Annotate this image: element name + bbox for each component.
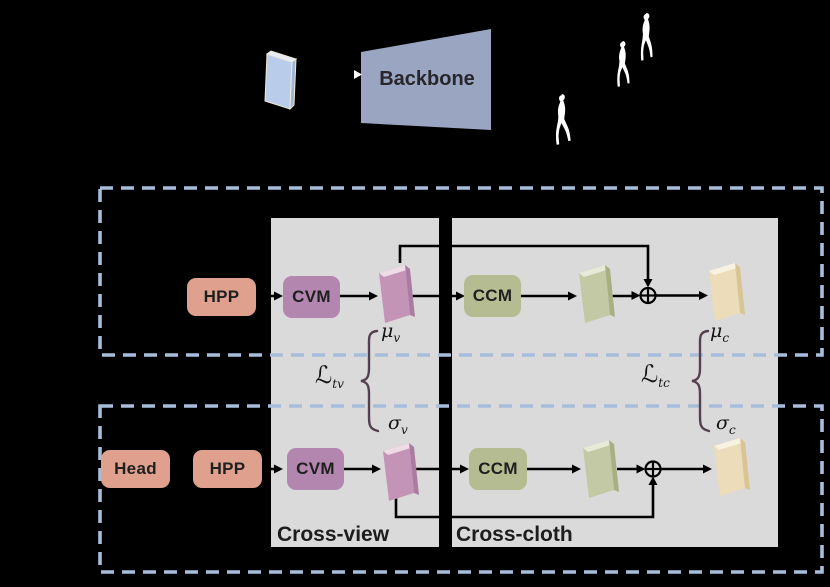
feature-map-view-bottom: [383, 443, 419, 501]
ccm-module-top: CCM: [464, 275, 521, 317]
skip-connection-bottom: [394, 484, 655, 519]
cross-view-section-label: Cross-view: [277, 523, 390, 546]
fusion-node-top-circled-plus-icon: [639, 286, 657, 305]
loss-tc-label: ℒtc: [641, 360, 670, 390]
ccm-module-bottom: CCM: [469, 448, 527, 490]
cvm-module-bottom: CVM: [287, 448, 344, 490]
feature-map-view-top: [379, 265, 415, 323]
sigma-c-label: σc: [716, 412, 736, 437]
cvm-module-top-label: CVM: [292, 287, 331, 306]
feature-map-cloth-top: [579, 265, 615, 323]
cvm-module-bottom-label: CVM: [296, 459, 335, 478]
skip-connection-top: [398, 244, 650, 280]
sigma-v-label: σv: [388, 412, 408, 437]
lower-dashed-region: [98, 404, 824, 574]
upper-dashed-region: [98, 186, 824, 357]
cross-cloth-section-label: Cross-cloth: [456, 523, 573, 546]
head-module-label: Head: [114, 459, 157, 478]
pedestrian-silhouette-mid: [617, 41, 630, 87]
ccm-module-top-label: CCM: [472, 286, 513, 305]
pedestrian-silhouette-large: [555, 94, 571, 145]
ccm-module-bottom-label: CCM: [478, 459, 518, 478]
brace-loss-tc: [691, 329, 711, 433]
hpp-module-top: HPP: [187, 278, 256, 316]
hpp-module-bottom-label: HPP: [209, 459, 246, 478]
head-module: Head: [101, 450, 170, 488]
backbone-block-label: Backbone: [379, 68, 475, 90]
brace-loss-tv: [360, 329, 380, 433]
pedestrian-silhouette-far: [640, 13, 653, 61]
feature-map-out-top: [709, 263, 745, 321]
backbone-input-arrowhead-icon: [354, 70, 362, 79]
input-feature-map: [264, 50, 298, 111]
feature-map-out-bottom: [714, 438, 750, 496]
fusion-node-bottom-circled-plus-icon: [644, 460, 662, 478]
loss-tv-label: ℒtv: [315, 361, 344, 391]
mu-v-label: μv: [381, 320, 401, 345]
hpp-module-bottom: HPP: [193, 450, 262, 488]
cvm-module-top: CVM: [283, 276, 340, 318]
hpp-module-top-label: HPP: [203, 287, 240, 306]
backbone-trapezoid: [361, 29, 491, 130]
feature-map-cloth-bottom: [583, 440, 619, 498]
mu-c-label: μc: [710, 320, 730, 345]
